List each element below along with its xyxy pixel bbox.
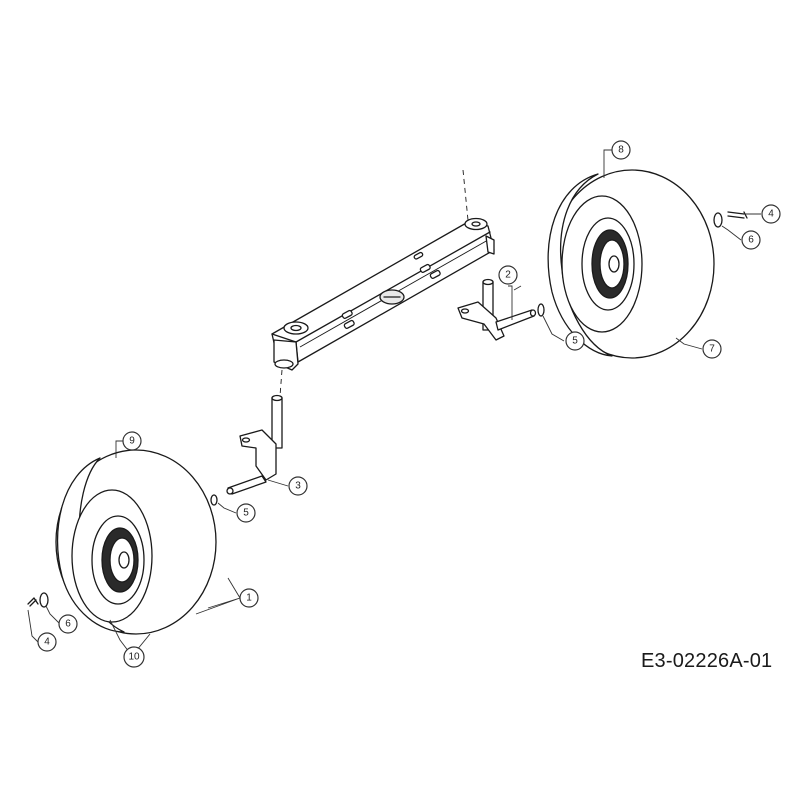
left-steering-spindle <box>226 394 283 495</box>
leader-lines <box>27 149 761 657</box>
callout-6-left: 6 <box>58 614 78 634</box>
left-cotter-pin <box>27 597 39 607</box>
right-cotter-pin <box>727 211 748 219</box>
callout-9: 9 <box>122 431 142 451</box>
left-hub-washer <box>39 592 49 608</box>
right-wheel <box>547 169 715 359</box>
right-hub-washer <box>713 212 723 228</box>
svg-text:6: 6 <box>65 619 71 630</box>
callout-5-right: 5 <box>565 331 585 351</box>
svg-text:8: 8 <box>618 145 624 156</box>
svg-text:9: 9 <box>129 436 135 447</box>
left-tire-tread <box>55 449 217 635</box>
callout-2: 2 <box>498 265 518 285</box>
right-steering-spindle <box>457 278 537 341</box>
drawing-code-label: E3-02226A-01 <box>641 650 773 672</box>
callout-4-left: 4 <box>37 632 57 652</box>
callout-10: 10 <box>123 646 145 668</box>
svg-text:3: 3 <box>295 481 301 492</box>
callout-2-highlight <box>498 265 518 285</box>
front-axle-beam <box>271 169 495 397</box>
svg-text:4: 4 <box>768 209 774 220</box>
svg-text:5: 5 <box>243 508 249 519</box>
callout-4-right: 4 <box>761 204 781 224</box>
callout-5-left: 5 <box>236 503 256 523</box>
svg-text:10: 10 <box>128 652 140 663</box>
callout-8: 8 <box>611 140 631 160</box>
svg-text:1: 1 <box>246 593 252 604</box>
svg-text:2: 2 <box>505 270 511 281</box>
callout-6-right: 6 <box>741 230 761 250</box>
svg-text:5: 5 <box>572 336 578 347</box>
svg-text:6: 6 <box>748 235 754 246</box>
right-spindle-washer <box>537 303 545 317</box>
callout-1: 1 <box>239 588 259 608</box>
left-wheel <box>55 449 217 635</box>
axle-slots <box>341 251 441 329</box>
svg-text:7: 7 <box>709 344 715 355</box>
callout-3: 3 <box>288 476 308 496</box>
left-spindle-washer <box>210 494 218 506</box>
svg-text:4: 4 <box>44 637 50 648</box>
callout-7: 7 <box>702 339 722 359</box>
